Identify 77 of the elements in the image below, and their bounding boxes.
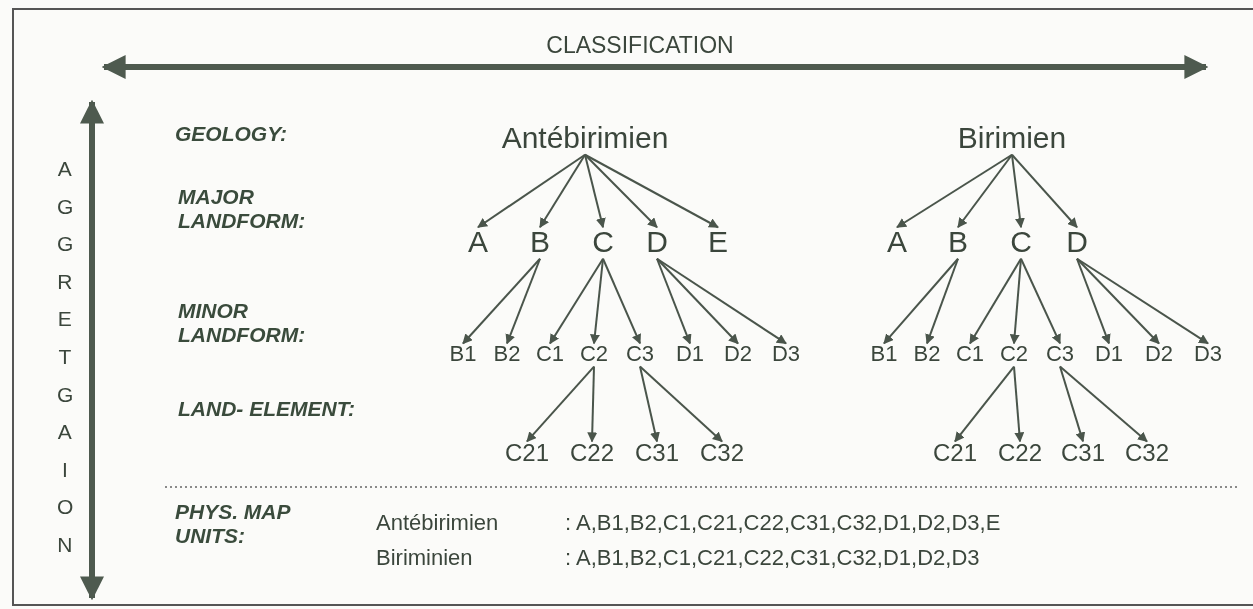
tree-label: C3	[625, 342, 655, 366]
arrow	[602, 257, 641, 345]
tree-label: C31	[635, 440, 679, 466]
arrow	[462, 257, 541, 345]
tree-label: D1	[675, 342, 705, 366]
row-label: MINOR LANDFORM:	[178, 299, 307, 348]
tree-label: B	[948, 226, 968, 258]
tree-label: Birimien	[957, 122, 1067, 154]
arrow	[639, 365, 660, 443]
arrow	[1059, 365, 1148, 443]
tree-label: C1	[955, 342, 985, 366]
tree-label: D2	[723, 342, 753, 366]
tree-label: C1	[535, 342, 565, 366]
arrow	[584, 153, 719, 229]
tree-label: C3	[1045, 342, 1075, 366]
arrow	[477, 153, 586, 229]
tree-label: B1	[449, 342, 477, 366]
arrow	[539, 153, 586, 229]
unit-list: : A,B1,B2,C1,C21,C22,C31,C32,D1,D2,D3,E	[565, 510, 1001, 536]
tree-label: C22	[570, 440, 614, 466]
arrow	[1076, 257, 1209, 345]
tree-label: D3	[771, 342, 801, 366]
arrow	[954, 365, 1015, 443]
tree-label: C21	[933, 440, 977, 466]
arrow	[587, 365, 598, 443]
arrow	[1020, 257, 1061, 345]
tree-label: B	[530, 226, 550, 258]
tree-label: C2	[579, 342, 609, 366]
arrow	[549, 257, 604, 345]
arrow	[584, 153, 658, 229]
tree-label: A	[468, 226, 488, 258]
tree-label: C21	[505, 440, 549, 466]
arrow	[1059, 365, 1086, 443]
axis-title: CLASSIFICATION	[546, 31, 734, 59]
arrow	[1009, 257, 1022, 345]
arrow	[505, 257, 541, 345]
axis-title: AGGRETGAION	[57, 156, 73, 558]
arrow	[1076, 257, 1160, 345]
tree-label: C31	[1061, 440, 1105, 466]
arrow	[1013, 365, 1025, 443]
tree-label: B2	[493, 342, 521, 366]
tree-label: C32	[700, 440, 744, 466]
arrow	[656, 257, 787, 345]
arrow	[925, 257, 959, 345]
row-label: MAJOR LANDFORM:	[178, 185, 307, 234]
tree-label: D3	[1193, 342, 1223, 366]
row-label: LAND- ELEMENT:	[178, 397, 356, 422]
tree-label: C	[592, 226, 614, 258]
row-label: GEOLOGY:	[175, 122, 288, 147]
arrow	[590, 257, 604, 345]
tree-label: C	[1010, 226, 1032, 258]
arrow	[1011, 153, 1078, 229]
tree-label: E	[708, 226, 728, 258]
unit-name: Antébirimien	[376, 510, 499, 536]
arrow	[656, 257, 739, 345]
arrow	[639, 365, 723, 443]
tree-label: C2	[999, 342, 1029, 366]
tree-label: Antébirimien	[501, 122, 669, 154]
unit-list: : A,B1,B2,C1,C21,C22,C31,C32,D1,D2,D3	[565, 545, 980, 571]
arrow	[1011, 153, 1025, 229]
tree-label: C22	[998, 440, 1042, 466]
arrow	[896, 153, 1013, 229]
arrow	[584, 153, 606, 229]
tree-label: D1	[1094, 342, 1124, 366]
arrow	[957, 153, 1013, 229]
tree-label: D	[1066, 226, 1088, 258]
unit-name: Biriminien	[376, 545, 473, 571]
tree-label: B2	[913, 342, 941, 366]
arrow	[883, 257, 959, 345]
arrow	[526, 365, 595, 443]
tree-label: C32	[1125, 440, 1169, 466]
arrow	[969, 257, 1022, 345]
tree-label: D	[646, 226, 668, 258]
tree-label: B1	[870, 342, 898, 366]
tree-label: A	[887, 226, 907, 258]
tree-label: D2	[1144, 342, 1174, 366]
row-label: PHYS. MAP UNITS:	[175, 500, 292, 549]
